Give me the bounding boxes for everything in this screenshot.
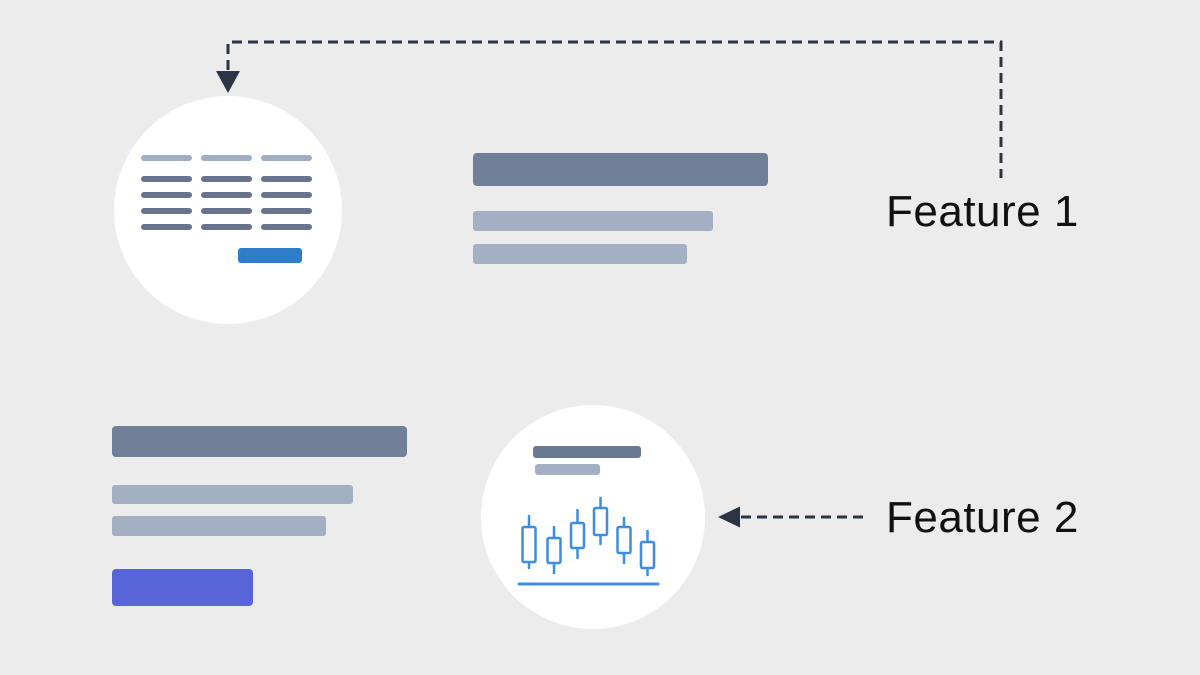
title-bar-placeholder — [473, 153, 768, 186]
table-line — [261, 192, 312, 198]
table-line — [141, 224, 192, 230]
title-bar-placeholder — [112, 426, 407, 457]
candlestick-chart-icon — [517, 496, 660, 586]
arrow-left-icon — [718, 506, 740, 528]
feature2-label: Feature 2 — [886, 493, 1079, 542]
text-line-placeholder — [473, 244, 687, 264]
table-line — [261, 176, 312, 182]
chart-title-bar-placeholder — [533, 446, 641, 458]
text-line-placeholder — [473, 211, 713, 231]
purple-button-placeholder — [112, 569, 253, 606]
table-line — [201, 155, 252, 161]
table-line — [261, 155, 312, 161]
text-line-placeholder — [112, 516, 326, 536]
table-row — [141, 192, 312, 198]
text-block-top — [473, 153, 768, 264]
table-line — [141, 176, 192, 182]
table-row — [141, 224, 312, 230]
text-block-bottom — [112, 426, 407, 606]
chart-subtitle-bar-placeholder — [535, 464, 600, 475]
table-action-button-placeholder — [238, 248, 302, 263]
table-line — [141, 208, 192, 214]
table-line — [261, 224, 312, 230]
table-line — [201, 224, 252, 230]
table-line — [201, 192, 252, 198]
table-line — [201, 208, 252, 214]
table-line — [201, 176, 252, 182]
text-line-placeholder — [112, 485, 353, 504]
table-line — [141, 155, 192, 161]
table-row — [141, 176, 312, 182]
table-row — [141, 208, 312, 214]
feature1-connector-line — [226, 40, 1003, 178]
feature1-label: Feature 1 — [886, 187, 1079, 236]
table-line — [141, 192, 192, 198]
table-feature-circle — [114, 96, 342, 324]
arrow-down-icon — [216, 71, 240, 93]
table-icon — [141, 155, 312, 240]
table-line — [261, 208, 312, 214]
chart-feature-circle — [481, 405, 705, 629]
table-header-row — [141, 155, 312, 161]
